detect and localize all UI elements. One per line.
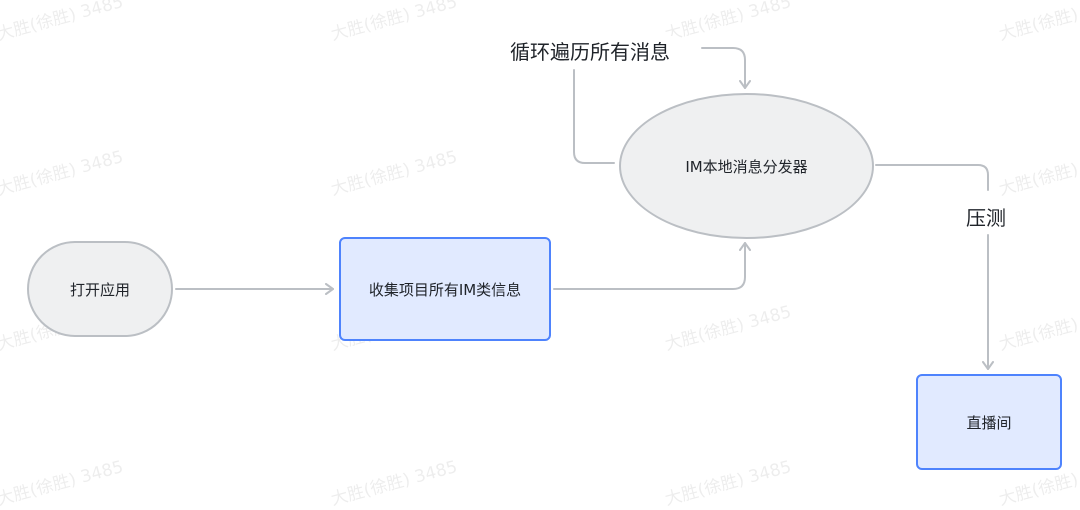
node-live-room-label: 直播间 — [966, 413, 1012, 432]
node-collect-im-label: 收集项目所有IM类信息 — [368, 280, 522, 299]
edge-label-loop: 循环遍历所有消息 — [506, 36, 674, 65]
edge-collect-to-dispatcher — [553, 242, 751, 290]
node-dispatcher[interactable]: IM本地消息分发器 — [619, 93, 874, 239]
node-open-app[interactable]: 打开应用 — [27, 241, 173, 337]
node-open-app-label: 打开应用 — [69, 280, 130, 299]
edge-dispatcher-to-live-segment1 — [875, 164, 989, 191]
edge-loop-in — [701, 47, 751, 89]
edge-loop-out — [573, 69, 615, 164]
node-collect-im[interactable]: 收集项目所有IM类信息 — [339, 237, 551, 341]
node-live-room[interactable]: 直播间 — [916, 374, 1062, 470]
node-dispatcher-label: IM本地消息分发器 — [685, 157, 808, 176]
edges-layer — [175, 47, 994, 370]
edge-label-stress: 压测 — [962, 202, 1010, 231]
